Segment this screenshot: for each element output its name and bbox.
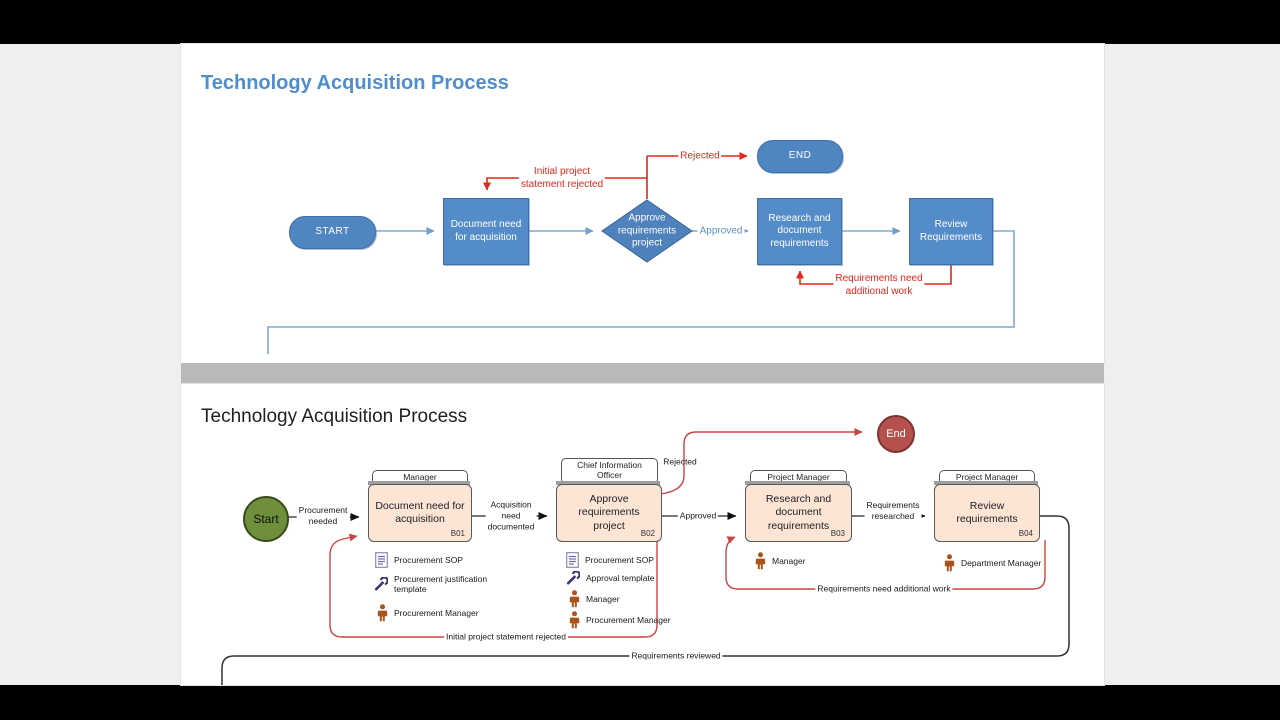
label-approved: Approved xyxy=(697,224,745,238)
annotation-text: Approval template xyxy=(586,573,655,584)
person-icon xyxy=(377,604,388,622)
annotation-text: Procurement Manager xyxy=(586,614,671,625)
node-research: Research and document requirements xyxy=(757,198,842,265)
document-icon xyxy=(375,552,388,568)
flowchart-slide: Technology Acquisition Process xyxy=(181,44,1104,363)
annotation-item: Procurement Manager xyxy=(569,611,671,629)
annotation-item: Manager xyxy=(755,552,806,570)
task-b01-id: B01 xyxy=(450,529,465,538)
task-b02-label: Approve requirements project xyxy=(578,493,640,532)
seq-rejected-end xyxy=(659,428,863,495)
wrench-icon xyxy=(566,571,580,585)
annotation-item: Procurement justification template xyxy=(373,574,487,594)
label-approved: Approved xyxy=(677,510,719,522)
task-b01: Document need for acquisition B01 xyxy=(368,484,472,542)
letterbox-bottom xyxy=(0,685,1280,720)
task-b03-label: Research and document requirements xyxy=(765,493,832,532)
person-icon xyxy=(569,611,580,629)
annotation-text: Procurement SOP xyxy=(585,554,654,565)
annotation-text: Procurement justification template xyxy=(394,574,488,595)
task-b04-label: Review requirements xyxy=(956,499,1018,525)
end-event: End xyxy=(877,415,915,453)
label-rework: Requirements need additional work xyxy=(833,272,925,298)
node-approve-label: Approve requirements project xyxy=(617,212,677,249)
label-initial-rejected: Initial project statement rejected xyxy=(443,631,569,643)
document-icon xyxy=(566,552,579,568)
annotation-text: Manager xyxy=(586,593,620,604)
task-b03: Research and document requirements B03 xyxy=(745,484,852,542)
header-shadow xyxy=(368,481,470,485)
task-b03-id: B03 xyxy=(830,529,845,538)
seq-initial-rejected-loop xyxy=(329,533,658,638)
label-requirements-researched: Requirements researched xyxy=(864,499,922,523)
panel-divider xyxy=(181,363,1104,384)
annotation-item: Approval template xyxy=(565,571,655,586)
label-acquisition-documented: Acquisition need documented xyxy=(485,499,537,533)
decision-approve-requirements xyxy=(601,199,693,263)
task-b02-id: B02 xyxy=(640,529,655,538)
annotation-item: Procurement SOP xyxy=(375,552,463,568)
flowchart-title: Technology Acquisition Process xyxy=(201,72,509,94)
annotation-item: Procurement Manager xyxy=(377,604,479,622)
node-end: END xyxy=(757,140,843,173)
edge-review-return xyxy=(267,230,1015,354)
node-start: START xyxy=(289,216,376,249)
task-b01-label: Document need for acquisition xyxy=(375,499,465,525)
header-shadow xyxy=(556,481,660,485)
task-b04-id: B04 xyxy=(1018,529,1033,538)
label-procurement-needed: Procurement needed xyxy=(296,504,350,528)
header-shadow xyxy=(745,481,850,485)
person-icon xyxy=(755,552,766,570)
annotation-text: Procurement Manager xyxy=(394,607,479,618)
person-icon xyxy=(569,590,580,608)
task-b04: Review requirements B04 xyxy=(934,484,1040,542)
annotation-text: Manager xyxy=(772,555,806,566)
annotation-text: Procurement SOP xyxy=(394,554,463,565)
label-requirements-reviewed: Requirements reviewed xyxy=(629,650,723,662)
letterbox-top xyxy=(0,0,1280,44)
seq-reviewed-return xyxy=(221,515,1070,685)
node-review: Review Requirements xyxy=(909,198,993,265)
annotation-item: Department Manager xyxy=(944,554,1041,572)
task-b02: Approve requirements project B02 xyxy=(556,484,662,542)
node-document-need: Document need for acquisition xyxy=(443,198,529,265)
label-rework: Requirements need additional work xyxy=(815,583,953,595)
annotation-text: Department Manager xyxy=(961,557,1042,568)
annotation-item: Procurement SOP xyxy=(566,552,654,568)
bpmn-title: Technology Acquisition Process xyxy=(201,406,468,427)
person-icon xyxy=(944,554,955,572)
label-initial-rejected: Initial project statement rejected xyxy=(518,165,606,191)
header-shadow xyxy=(934,481,1038,485)
annotation-item: Manager xyxy=(569,590,620,608)
wrench-icon xyxy=(374,576,388,591)
bpmn-slide: Technology Acquisition Process xyxy=(181,384,1104,685)
label-rejected: Rejected xyxy=(663,456,697,467)
label-rejected: Rejected xyxy=(678,149,722,163)
start-event: Start xyxy=(243,496,289,542)
seq-rework-loop xyxy=(725,536,1046,590)
